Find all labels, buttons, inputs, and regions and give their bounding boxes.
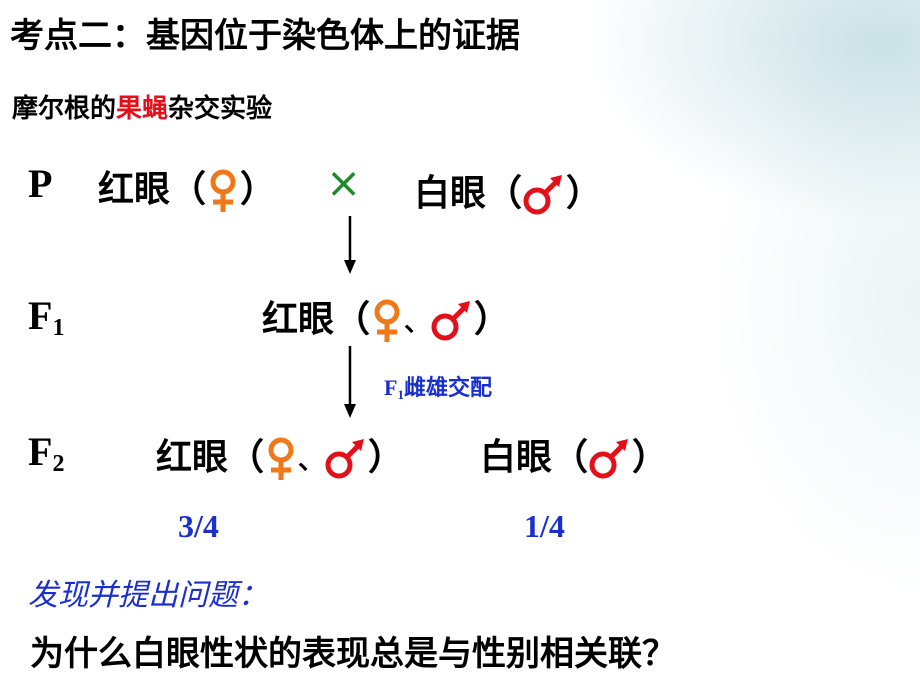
generation-f1-label: F1 <box>28 292 64 342</box>
f1-cross-label: F1雌雄交配 <box>384 370 492 403</box>
f2-left-open: 红眼（ <box>156 437 265 478</box>
down-arrow-icon <box>344 346 356 418</box>
p-right-open: 白眼（ <box>414 173 523 214</box>
f1-letter: F <box>28 293 53 338</box>
f2-subscript: 2 <box>52 451 65 477</box>
question-text: 为什么白眼性状的表现总是与性别相关联？ <box>30 634 676 674</box>
p-male-phenotype: 白眼（ ） <box>414 164 602 217</box>
page-title: 考点二：基因位于染色体上的证据 <box>10 16 520 56</box>
f2-right-open: 白眼（ <box>480 437 589 478</box>
cross-icon: × <box>326 158 362 207</box>
f2-separator: 、 <box>298 446 325 476</box>
f2-left-close: ） <box>368 437 405 478</box>
generation-p-label: P <box>28 161 53 206</box>
f2-letter: F <box>28 429 53 474</box>
male-symbol-icon <box>325 439 365 479</box>
f2-white-phenotype: 白眼（ ） <box>480 428 668 481</box>
experiment-subtitle: 摩尔根的果蝇杂交实验 <box>12 88 272 125</box>
down-arrow-icon <box>344 216 356 274</box>
p-right-close: ） <box>566 173 603 214</box>
cross-label-text: 雌雄交配 <box>403 376 492 401</box>
cross-label-subscript: 1 <box>397 387 404 402</box>
subtitle-suffix: 杂交实验 <box>168 94 273 124</box>
f1-subscript: 1 <box>52 315 65 341</box>
f2-red-phenotype: 红眼（ 、 ） <box>156 428 404 482</box>
female-symbol-icon <box>374 299 400 342</box>
subtitle-highlight: 果蝇 <box>116 94 169 124</box>
male-symbol-icon <box>431 301 471 341</box>
ratio-red-eye: 3/4 <box>178 508 219 544</box>
cross-label-letter: F <box>384 375 398 400</box>
ratio-white-eye: 1/4 <box>524 508 565 544</box>
f1-open: 红眼（ <box>262 299 371 340</box>
male-symbol-icon <box>589 439 629 479</box>
male-symbol-icon <box>523 175 563 215</box>
subtitle-prefix: 摩尔根的 <box>12 94 117 124</box>
f1-separator: 、 <box>404 308 431 338</box>
f2-right-close: ） <box>632 437 669 478</box>
female-symbol-icon <box>210 169 236 212</box>
p-left-open: 红眼（ <box>98 169 207 210</box>
f1-phenotype: 红眼（ 、 ） <box>262 290 510 344</box>
question-heading: 发现并提出问题： <box>28 578 268 613</box>
p-left-close: ） <box>240 169 277 210</box>
f1-close: ） <box>474 299 511 340</box>
generation-f2-label: F2 <box>28 428 64 478</box>
female-symbol-icon <box>268 437 294 480</box>
p-female-phenotype: 红眼（ ） <box>98 160 276 214</box>
